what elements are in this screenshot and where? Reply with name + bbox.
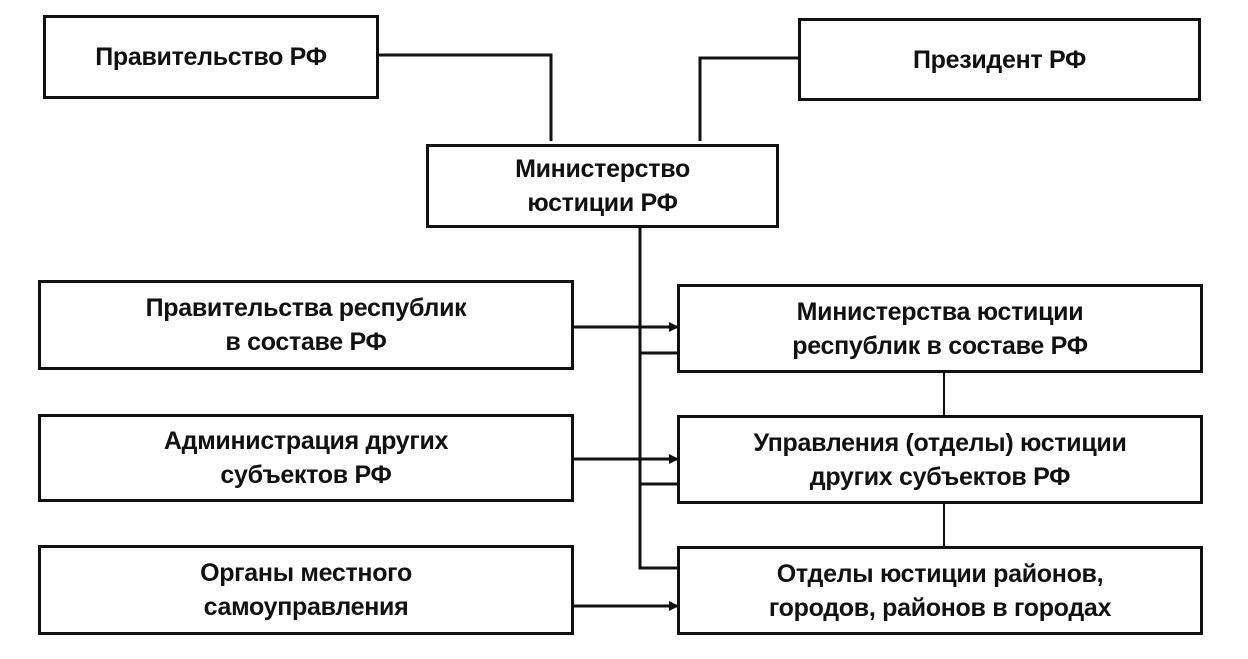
node-label-line: Правительства республик [145, 294, 467, 322]
node-justice-departments-other-subjects: Управления (отделы) юстиции других субъе… [677, 415, 1203, 504]
node-label-line: республик в составе РФ [792, 331, 1088, 360]
edge-gov-rf-to-ministry [377, 53, 553, 141]
node-ministry-of-justice-rf: Министерство юстиции РФ [426, 144, 779, 228]
node-governments-of-republics: Правительства республик в составе РФ [38, 280, 574, 370]
node-president-rf: Президент РФ [798, 18, 1201, 101]
node-label-line: Министерства юстиции [796, 297, 1084, 326]
edge-president-to-ministry [698, 56, 798, 141]
node-label-line: других субъектов РФ [809, 462, 1071, 491]
node-administration-of-other-subjects: Администрация других субъектов РФ [38, 414, 574, 502]
node-label-line: Органы местного [200, 559, 412, 587]
node-label-line: Администрация других [163, 427, 449, 455]
node-label-line: самоуправления [203, 593, 409, 621]
node-label-line: юстиции РФ [527, 189, 678, 217]
node-justice-departments-districts-cities: Отделы юстиции районов, городов, районов… [677, 546, 1203, 635]
node-label-line: Министерство [515, 155, 690, 183]
node-label-line: в составе РФ [225, 328, 387, 356]
node-ministries-of-justice-republics: Министерства юстиции республик в составе… [677, 284, 1203, 373]
node-government-rf: Правительство РФ [43, 15, 379, 99]
node-label-line: субъектов РФ [220, 461, 392, 489]
node-local-self-government: Органы местного самоуправления [38, 545, 574, 635]
node-label-line: городов, районов в городах [768, 593, 1112, 622]
node-label-line: Правительство РФ [95, 43, 327, 71]
node-label-line: Управления (отделы) юстиции [753, 428, 1127, 457]
edge-ministry-trunk [638, 226, 680, 570]
node-label-line: Президент РФ [912, 45, 1087, 74]
node-label-line: Отделы юстиции районов, [776, 559, 1104, 588]
